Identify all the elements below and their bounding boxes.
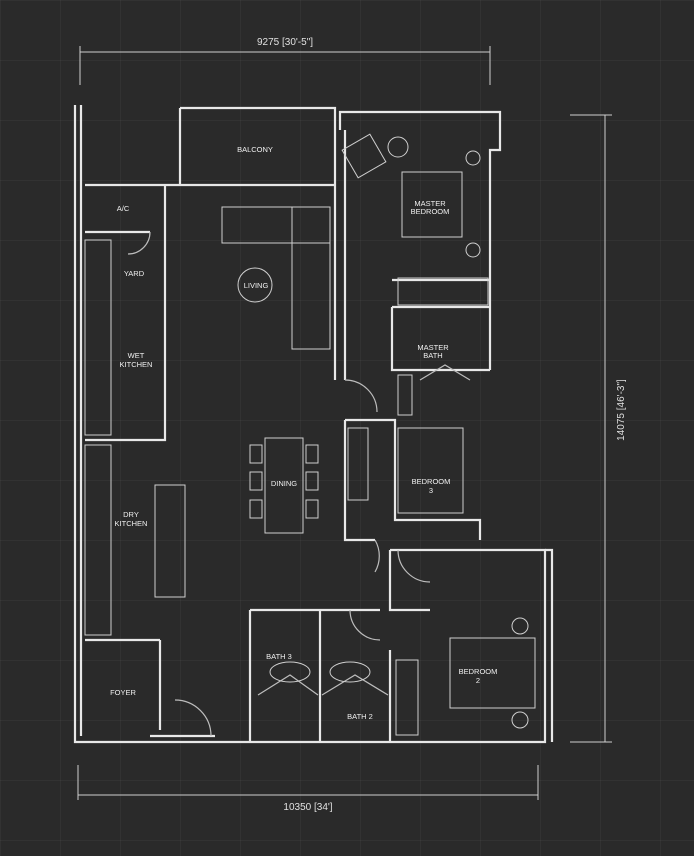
bedroom3-wardrobe — [347, 427, 369, 501]
room-label-master-bath-2: BATH — [423, 351, 442, 360]
room-label-yard: YARD — [124, 269, 145, 278]
room-label-bath2: BATH 2 — [347, 712, 373, 721]
sofa-chaise — [291, 206, 331, 350]
dry-kitchen-counter — [84, 444, 112, 636]
room-label-balcony: BALCONY — [237, 145, 273, 154]
dimension-bottom: 10350 [34'] — [77, 765, 539, 813]
dimension-top-label: 9275 [30'-5"] — [257, 37, 313, 48]
room-label-living: LIVING — [244, 281, 269, 290]
room-label-bedroom3: BEDROOM — [412, 477, 451, 486]
doors — [127, 231, 471, 737]
room-labels: BALCONY A/C YARD LIVING WET KITCHEN MAST… — [110, 145, 497, 721]
room-label-bedroom2-2: 2 — [476, 676, 480, 685]
dimension-right-label: 14075 [46'-3"] — [616, 379, 627, 441]
dining-table — [264, 437, 304, 534]
room-label-wet-kitchen: WET — [128, 351, 145, 360]
walls — [73, 105, 554, 744]
room-label-bedroom2: BEDROOM — [459, 667, 498, 676]
kitchen-island — [154, 484, 186, 598]
room-label-dry-kitchen: DRY — [123, 510, 139, 519]
room-label-dining: DINING — [271, 479, 297, 488]
room-label-bath3: BATH 3 — [266, 652, 292, 661]
room-label-master-bedroom-2: BEDROOM — [411, 207, 450, 216]
dimension-right: 14075 [46'-3"] — [570, 114, 627, 743]
room-label-foyer: FOYER — [110, 688, 136, 697]
room-label-wet-kitchen-2: KITCHEN — [120, 360, 153, 369]
room-label-master-bedroom: MASTER — [414, 199, 446, 208]
room-label-dry-kitchen-2: KITCHEN — [115, 519, 148, 528]
bedroom3-bed — [397, 427, 464, 514]
room-label-master-bath: MASTER — [417, 343, 449, 352]
furniture — [84, 133, 536, 736]
dimension-top: 9275 [30'-5"] — [79, 37, 491, 85]
bedroom2-wardrobe — [395, 659, 419, 736]
bedroom2-bed — [449, 637, 536, 709]
coffee-table — [237, 267, 273, 303]
wet-kitchen-counter — [84, 239, 112, 436]
armchair — [341, 133, 387, 179]
room-label-ac: A/C — [117, 204, 130, 213]
wardrobe — [397, 277, 489, 306]
sofa — [221, 206, 331, 244]
master-bed — [401, 171, 463, 238]
room-label-bedroom3-2: 3 — [429, 486, 433, 495]
dimension-bottom-label: 10350 [34'] — [283, 802, 332, 813]
